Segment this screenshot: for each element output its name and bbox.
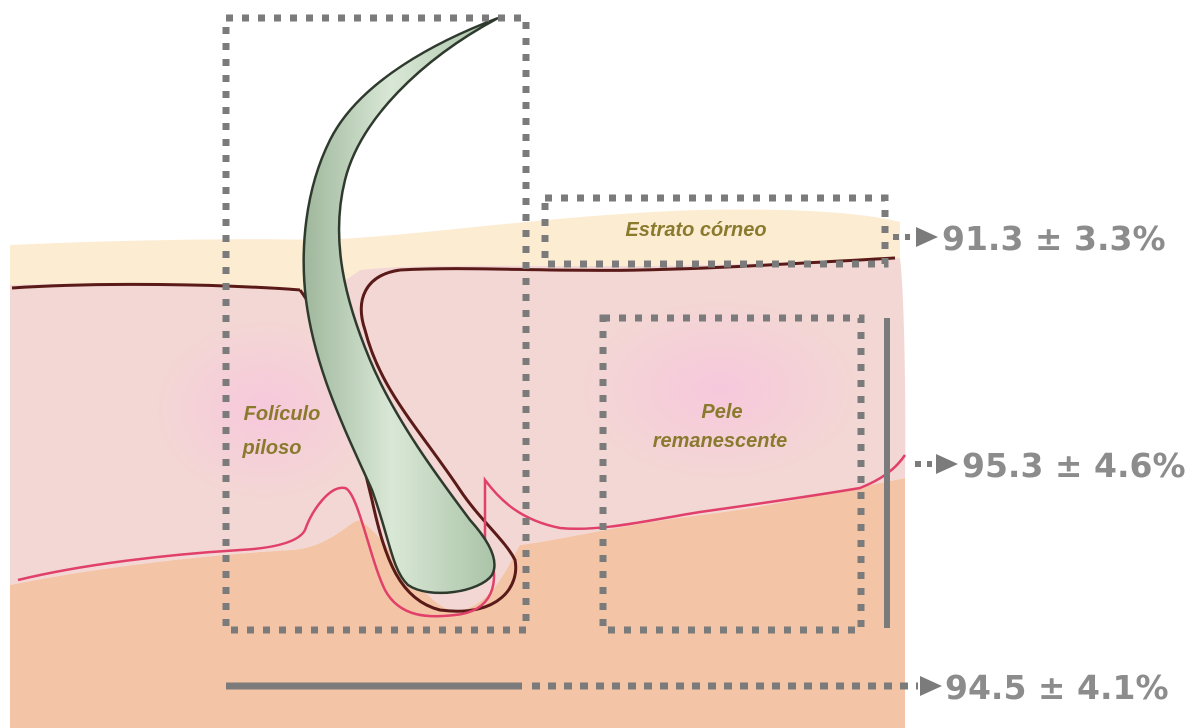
corneum-arrow-icon: [916, 227, 938, 247]
stratum-corneum-value: 91.3 ± 3.3%: [942, 219, 1166, 258]
hair-follicle-label-line1: Folículo: [244, 403, 321, 425]
total-value: 94.5 ± 4.1%: [945, 668, 1169, 707]
remaining-skin-value: 95.3 ± 4.6%: [962, 446, 1186, 485]
hair-follicle-label-line2: piloso: [242, 437, 302, 459]
stratum-corneum-label: Estrato córneo: [625, 219, 766, 241]
remaining-arrow-icon: [936, 454, 958, 474]
remaining-skin-label-line2: remanescente: [653, 430, 788, 452]
remaining-skin-label-line1: Pele: [701, 401, 742, 423]
epidermis-glow: [580, 300, 860, 480]
total-arrow-icon: [920, 676, 942, 696]
